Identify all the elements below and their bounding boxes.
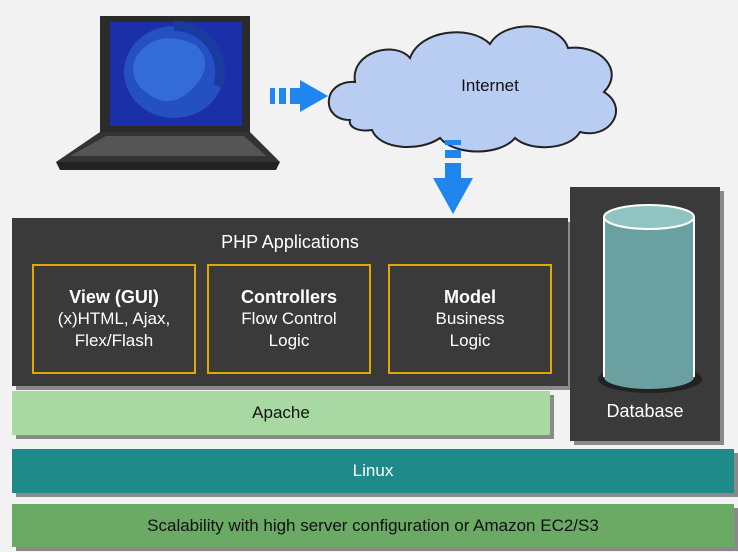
controllers-line1: Flow Control <box>241 309 337 328</box>
model-line2: Logic <box>449 331 491 350</box>
internet-label: Internet <box>461 76 519 95</box>
controllers-heading: Controllers <box>240 287 337 307</box>
view-gui-heading: View (GUI) <box>69 287 159 307</box>
scalability-layer: Scalability with high server configurati… <box>12 504 734 547</box>
arrow-down-icon <box>433 140 473 214</box>
database-cylinder-icon <box>598 204 702 393</box>
php-applications-panel: PHP Applications View (GUI) (x)HTML, Aja… <box>12 218 568 386</box>
view-gui-line2: Flex/Flash <box>74 331 154 350</box>
cloud-icon <box>327 25 617 153</box>
linux-layer: Linux <box>12 449 734 493</box>
model-heading: Model <box>444 287 496 307</box>
php-applications-title: PHP Applications <box>221 232 359 252</box>
database-label: Database <box>606 401 684 421</box>
database-panel: Database <box>570 187 720 441</box>
view-gui-line1: (x)HTML, Ajax, <box>57 309 171 328</box>
view-gui-box: View (GUI) (x)HTML, Ajax, Flex/Flash <box>32 264 196 374</box>
arrow-right-icon <box>270 80 328 112</box>
model-line1: Business <box>435 309 505 328</box>
controllers-line2: Logic <box>268 331 310 350</box>
apache-layer: Apache <box>12 391 550 435</box>
laptop-icon <box>56 16 280 170</box>
controllers-box: Controllers Flow Control Logic <box>207 264 371 374</box>
model-box: Model Business Logic <box>388 264 552 374</box>
